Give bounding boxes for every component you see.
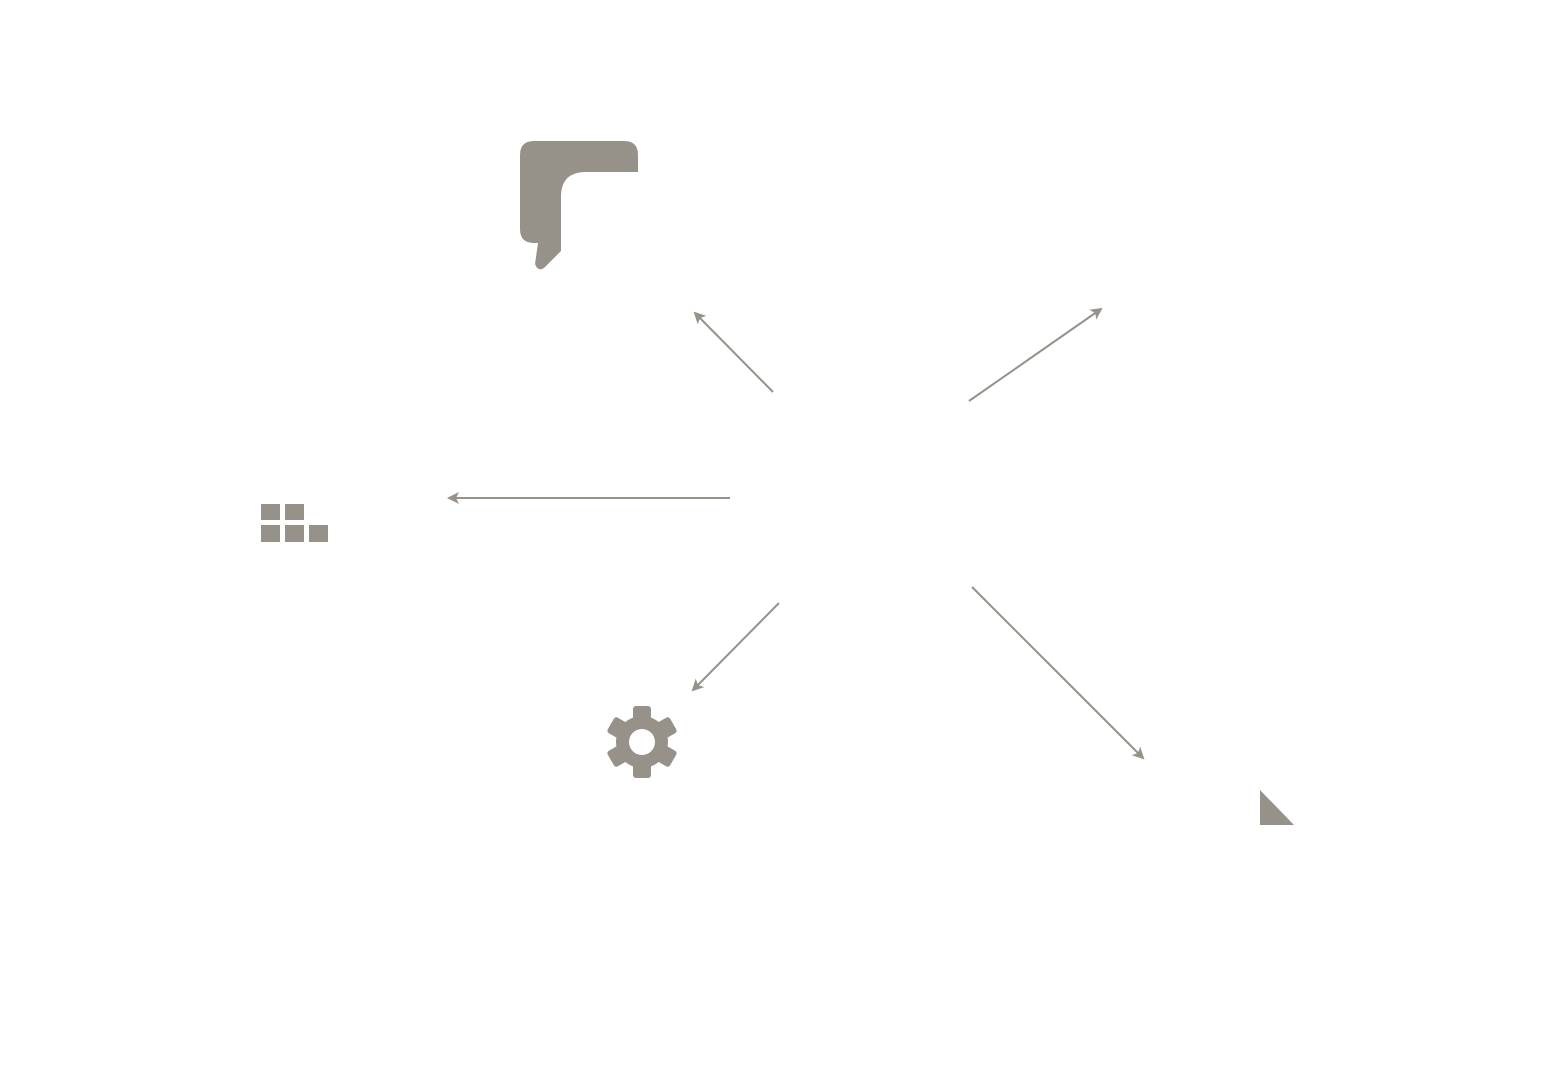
corner-triangle-icon — [1260, 790, 1294, 825]
arrow-up-left — [693, 311, 774, 393]
arrow-up-right — [968, 307, 1103, 402]
grid-blocks-icon — [261, 504, 328, 542]
arrow-down-left — [691, 602, 780, 692]
corner-bracket-icon — [520, 141, 638, 270]
gear-icon — [607, 706, 677, 778]
edges — [447, 307, 1145, 760]
arrow-down-right — [971, 586, 1145, 760]
